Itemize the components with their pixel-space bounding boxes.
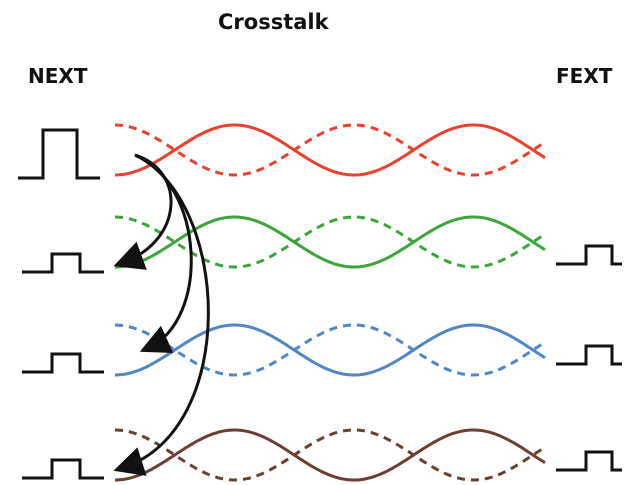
fext-pulses xyxy=(556,244,622,472)
twisted-pair-green xyxy=(115,215,546,269)
coupling-arrow-to-pair-4 xyxy=(113,153,210,476)
next-pulse-4 xyxy=(22,458,104,480)
red-pair-dashed-wire xyxy=(115,123,546,177)
next-pulse-3 xyxy=(22,352,104,374)
red-pair-solid-wire xyxy=(115,123,546,177)
green-pair-solid-wire xyxy=(115,215,546,269)
brown-pair-dashed-wire xyxy=(115,428,546,482)
blue-pair-dashed-wire xyxy=(115,323,546,377)
fext-pulse-2 xyxy=(556,244,622,266)
fext-label: FEXT xyxy=(556,64,613,88)
next-pulse-2 xyxy=(22,252,104,274)
blue-pair-solid-wire xyxy=(115,323,546,377)
fext-pulse-3 xyxy=(556,344,622,366)
twisted-pair-blue xyxy=(115,323,546,377)
diagram-title: Crosstalk xyxy=(218,10,329,34)
brown-pair-solid-wire xyxy=(115,428,546,482)
input-pulse xyxy=(18,128,100,180)
twisted-pair-brown xyxy=(115,428,546,482)
fext-pulse-4 xyxy=(556,450,622,472)
green-pair-dashed-wire xyxy=(115,215,546,269)
coupling-arrow-to-pair-2 xyxy=(113,153,173,270)
twisted-pair-red xyxy=(115,123,546,177)
next-pulses xyxy=(18,128,104,480)
next-label: NEXT xyxy=(28,64,88,88)
coupling-arrows xyxy=(113,153,210,476)
